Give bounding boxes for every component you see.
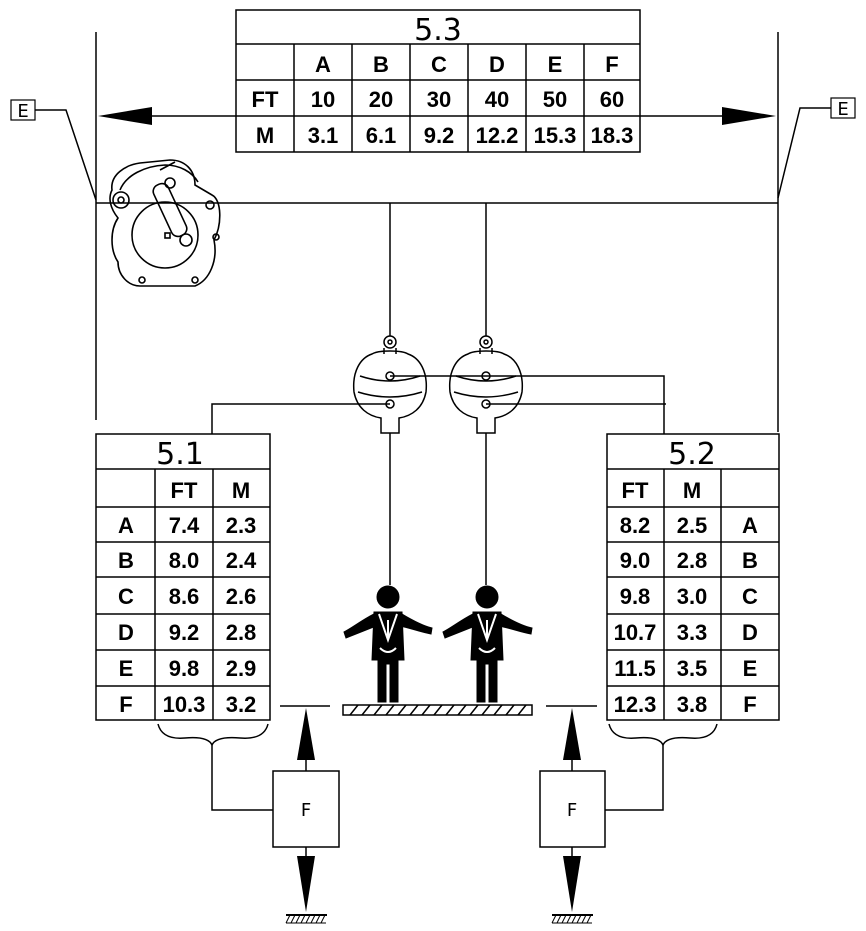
cell-value: 2.4 bbox=[226, 548, 257, 573]
cell-value: 50 bbox=[543, 87, 567, 112]
cell-value: 3.1 bbox=[308, 123, 339, 148]
cell-value: 7.4 bbox=[169, 513, 200, 538]
brace-right bbox=[608, 723, 718, 747]
f-label-right: F bbox=[567, 800, 577, 821]
harnessed-worker-icon-right bbox=[442, 585, 533, 703]
cell-value: 9.0 bbox=[620, 548, 651, 573]
cell-value: 8.2 bbox=[620, 513, 651, 538]
cell-value: 3.2 bbox=[226, 692, 257, 717]
harnessed-worker-icon-left bbox=[343, 585, 433, 703]
cell-value: 2.6 bbox=[226, 584, 257, 609]
col-header: FT bbox=[171, 478, 198, 503]
col-header: F bbox=[605, 52, 618, 77]
cell-value: 2.8 bbox=[226, 620, 257, 645]
cell-value: 8.6 bbox=[169, 584, 200, 609]
cell-value: 2.8 bbox=[677, 548, 708, 573]
e-callout-left bbox=[10, 99, 97, 201]
row-label: B bbox=[742, 548, 758, 573]
cell-value: 10 bbox=[311, 87, 335, 112]
e-label-left: E bbox=[17, 101, 28, 122]
table-5-1 bbox=[95, 433, 271, 721]
cell-value: 11.5 bbox=[614, 656, 656, 681]
cell-value: 9.2 bbox=[424, 123, 455, 148]
row-label: E bbox=[743, 656, 758, 681]
table-5-2-title: 5.2 bbox=[668, 437, 716, 472]
cell-value: 12.3 bbox=[614, 692, 657, 717]
col-header: E bbox=[548, 52, 563, 77]
clearance-arrow-right bbox=[563, 708, 581, 912]
cell-value: 60 bbox=[600, 87, 624, 112]
table-5-1-title: 5.1 bbox=[156, 437, 204, 472]
row-label: D bbox=[742, 620, 758, 645]
row-label: F bbox=[119, 692, 132, 717]
arrow-down-icon bbox=[563, 856, 581, 912]
cell-value: 30 bbox=[427, 87, 451, 112]
row-label: A bbox=[742, 513, 758, 538]
arrow-left-icon bbox=[98, 107, 152, 125]
row-label: E bbox=[119, 656, 134, 681]
arrow-up-icon bbox=[297, 708, 315, 760]
cell-value: 18.3 bbox=[591, 123, 634, 148]
arrow-down-icon bbox=[297, 856, 315, 912]
work-platform bbox=[342, 704, 533, 716]
col-header: M bbox=[232, 478, 250, 503]
cell-value: 2.3 bbox=[226, 513, 257, 538]
anchor-winch-icon bbox=[109, 159, 221, 287]
table-5-2 bbox=[606, 433, 780, 721]
clearance-arrow-left bbox=[297, 708, 315, 912]
cell-value: 3.8 bbox=[677, 692, 708, 717]
srl-left-icon bbox=[352, 335, 428, 434]
cell-value: 12.2 bbox=[476, 123, 519, 148]
col-header: C bbox=[431, 52, 447, 77]
col-header: B bbox=[373, 52, 389, 77]
cell-value: 2.9 bbox=[226, 656, 257, 681]
table-5-3 bbox=[235, 9, 641, 153]
cell-value: 15.3 bbox=[534, 123, 577, 148]
cell-value: 9.2 bbox=[169, 620, 200, 645]
cell-value: 9.8 bbox=[620, 584, 651, 609]
e-callout-right bbox=[777, 97, 856, 199]
cell-value: 3.3 bbox=[677, 620, 708, 645]
arrow-right-icon bbox=[722, 107, 776, 125]
cell-value: 20 bbox=[369, 87, 393, 112]
row-label: C bbox=[118, 584, 134, 609]
srl-right-icon bbox=[448, 335, 524, 434]
col-header: FT bbox=[622, 478, 649, 503]
row-unit: M bbox=[256, 123, 274, 148]
cell-value: 9.8 bbox=[169, 656, 200, 681]
span-dimension-line bbox=[95, 32, 779, 432]
cell-value: 10.3 bbox=[163, 692, 206, 717]
col-header: D bbox=[489, 52, 505, 77]
row-label: F bbox=[743, 692, 756, 717]
cell-value: 6.1 bbox=[366, 123, 397, 148]
brace-left bbox=[157, 723, 269, 747]
arrow-up-icon bbox=[563, 708, 581, 760]
cell-value: 3.0 bbox=[677, 584, 708, 609]
cell-value: 3.5 bbox=[677, 656, 708, 681]
cell-value: 2.5 bbox=[677, 513, 708, 538]
row-label: D bbox=[118, 620, 134, 645]
table-5-3-title: 5.3 bbox=[414, 13, 462, 48]
col-header: M bbox=[683, 478, 701, 503]
cell-value: 8.0 bbox=[169, 548, 200, 573]
col-header: A bbox=[315, 52, 331, 77]
e-label-right: E bbox=[837, 99, 848, 120]
f-label-left: F bbox=[301, 800, 311, 821]
ground-hatch-icon-right bbox=[551, 914, 593, 924]
row-unit: FT bbox=[252, 87, 279, 112]
ground-hatch-icon-left bbox=[285, 914, 327, 924]
row-label: B bbox=[118, 548, 134, 573]
row-label: C bbox=[742, 584, 758, 609]
cell-value: 10.7 bbox=[614, 620, 657, 645]
cell-value: 40 bbox=[485, 87, 509, 112]
row-label: A bbox=[118, 513, 134, 538]
